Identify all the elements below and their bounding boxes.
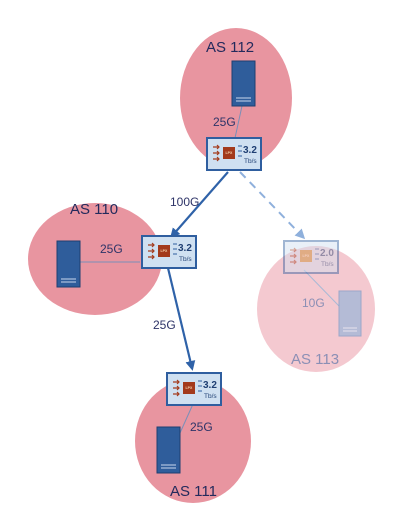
- link-label-25g-sw110-sw111: 25G: [153, 318, 176, 332]
- host-speed-as112: 25G: [213, 115, 236, 129]
- link-sw112-sw110: [170, 171, 229, 239]
- host-speed-as113: 10G: [302, 296, 325, 310]
- link-sw112-sw113: [239, 171, 306, 240]
- switch-unit-as113: Tb/s: [321, 261, 334, 268]
- switch-chip-as112: LPX: [226, 151, 233, 155]
- switch-icon-as112: LPX 3.2 Tb/s: [206, 137, 262, 171]
- host-speed-as111: 25G: [190, 420, 213, 434]
- switch-chip-as110: LPX: [161, 249, 168, 253]
- switch-unit-as111: Tb/s: [204, 393, 217, 400]
- switch-icon-as111: LPX 3.2 Tb/s: [166, 372, 222, 406]
- switch-icon-as110: LPX 3.2 Tb/s: [141, 235, 197, 269]
- switch-capacity-as113: 2.0: [320, 248, 334, 259]
- switch-chip-as111: LPX: [186, 386, 193, 390]
- as113-label: AS 113: [291, 351, 339, 368]
- as110-label: AS 110: [70, 201, 118, 218]
- host-link-as112: [234, 105, 243, 139]
- switch-capacity-as112: 3.2: [243, 145, 257, 156]
- as112-label: AS 112: [206, 39, 254, 56]
- server-icon-as113: [338, 290, 362, 337]
- link-label-100g: 100G: [170, 195, 199, 209]
- switch-unit-as112: Tb/s: [244, 158, 257, 165]
- host-link-as111: [179, 403, 194, 434]
- host-speed-as110: 25G: [100, 242, 123, 256]
- switch-unit-as110: Tb/s: [179, 256, 192, 263]
- host-link-as113: [303, 269, 340, 307]
- as113-domain: [257, 246, 375, 372]
- server-icon-as110: [56, 240, 81, 288]
- link-sw110-sw111: [166, 267, 196, 371]
- server-icon-as112: [231, 60, 256, 107]
- server-icon-as111: [156, 426, 181, 474]
- switch-capacity-as110: 3.2: [178, 243, 192, 254]
- switch-chip-as113: LPX: [303, 254, 310, 258]
- as111-label: AS 111: [170, 483, 217, 500]
- switch-capacity-as111: 3.2: [203, 380, 217, 391]
- switch-icon-as113: LPX 2.0 Tb/s: [283, 240, 339, 274]
